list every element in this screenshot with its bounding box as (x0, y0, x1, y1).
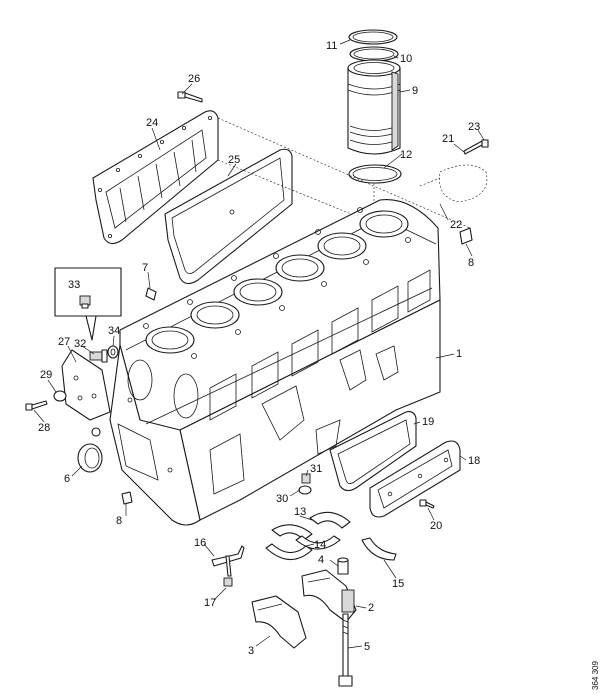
inset-box-33 (54, 267, 122, 341)
callout-7: 7 (142, 262, 148, 274)
callout-32: 32 (74, 338, 86, 350)
bolt-26 (177, 91, 203, 103)
washer-34 (107, 345, 119, 359)
fitting-32 (89, 349, 108, 363)
plug-8-bottom (121, 491, 133, 505)
callout-19: 19 (422, 416, 434, 428)
block-side-windows (209, 269, 431, 421)
bearing-shell-13 (271, 511, 351, 541)
bolt-31 (301, 473, 311, 484)
callout-23: 23 (468, 121, 480, 133)
plug-8-right (459, 227, 473, 245)
thrust-washer-15 (361, 537, 397, 561)
cylinder-bores (145, 210, 409, 354)
callout-31: 31 (310, 463, 322, 475)
dowel-4 (337, 557, 349, 575)
callout-8b: 8 (116, 515, 122, 527)
callout-24: 24 (146, 117, 158, 129)
callout-25: 25 (228, 154, 240, 166)
oil-nozzle-16 (211, 545, 245, 577)
cylinder-liner-9 (347, 59, 401, 155)
callout-9: 9 (412, 85, 418, 97)
callout-5: 5 (364, 641, 370, 653)
callout-6: 6 (64, 473, 70, 485)
flange-27 (61, 349, 111, 421)
callout-29: 29 (40, 369, 52, 381)
callout-3: 3 (248, 645, 254, 657)
liner-seal-ring-11 (348, 29, 398, 45)
callout-34: 34 (108, 325, 120, 337)
callout-8a: 8 (468, 257, 474, 269)
callout-30: 30 (276, 493, 288, 505)
main-bearing-cap-3 (251, 595, 307, 649)
main-bearing-bolt-5 (338, 613, 353, 687)
callout-16: 16 (194, 537, 206, 549)
callout-18: 18 (468, 455, 480, 467)
seal-ring-6 (77, 443, 103, 473)
side-cover-24 (92, 110, 219, 245)
plug-34-small (91, 427, 101, 437)
callout-1: 1 (456, 348, 462, 360)
callout-12: 12 (400, 149, 412, 161)
bolt-17 (223, 577, 233, 587)
document-reference: 364 309 (591, 661, 600, 690)
callout-26: 26 (188, 73, 200, 85)
callout-22: 22 (450, 219, 462, 231)
callout-27: 27 (58, 336, 70, 348)
callout-21: 21 (442, 133, 454, 145)
head-bolt-holes (143, 207, 411, 359)
liner-o-ring-10 (349, 46, 399, 62)
callout-2: 2 (368, 602, 374, 614)
washer-30 (298, 485, 312, 495)
callout-4: 4 (318, 554, 324, 566)
bolt-23 (463, 139, 489, 155)
bolt-28 (25, 400, 48, 411)
gasket-19 (329, 411, 417, 492)
leader-lines (33, 39, 485, 649)
callout-10: 10 (400, 53, 412, 65)
callout-13: 13 (294, 506, 306, 518)
cylinder-block-1 (109, 199, 441, 526)
bolt-20 (419, 499, 435, 509)
side-cover-gasket-25 (164, 148, 293, 285)
callout-17: 17 (204, 597, 216, 609)
callout-33: 33 (68, 279, 80, 291)
main-bearing-cap-2 (301, 569, 357, 623)
cover-18 (369, 440, 461, 518)
liner-lower-seal-12 (348, 164, 402, 184)
callout-20: 20 (430, 520, 442, 532)
callout-28: 28 (38, 422, 50, 434)
plug-7 (145, 287, 157, 301)
callout-labels: 1 2 3 4 5 6 7 8 8 9 10 11 12 13 14 15 16… (38, 40, 480, 657)
bearing-shell-14 (265, 535, 341, 561)
callout-11: 11 (326, 40, 337, 52)
sleeve-29 (53, 390, 67, 402)
callout-14: 14 (314, 539, 326, 551)
ghost-flange-22 (419, 164, 488, 203)
callout-15: 15 (392, 578, 404, 590)
